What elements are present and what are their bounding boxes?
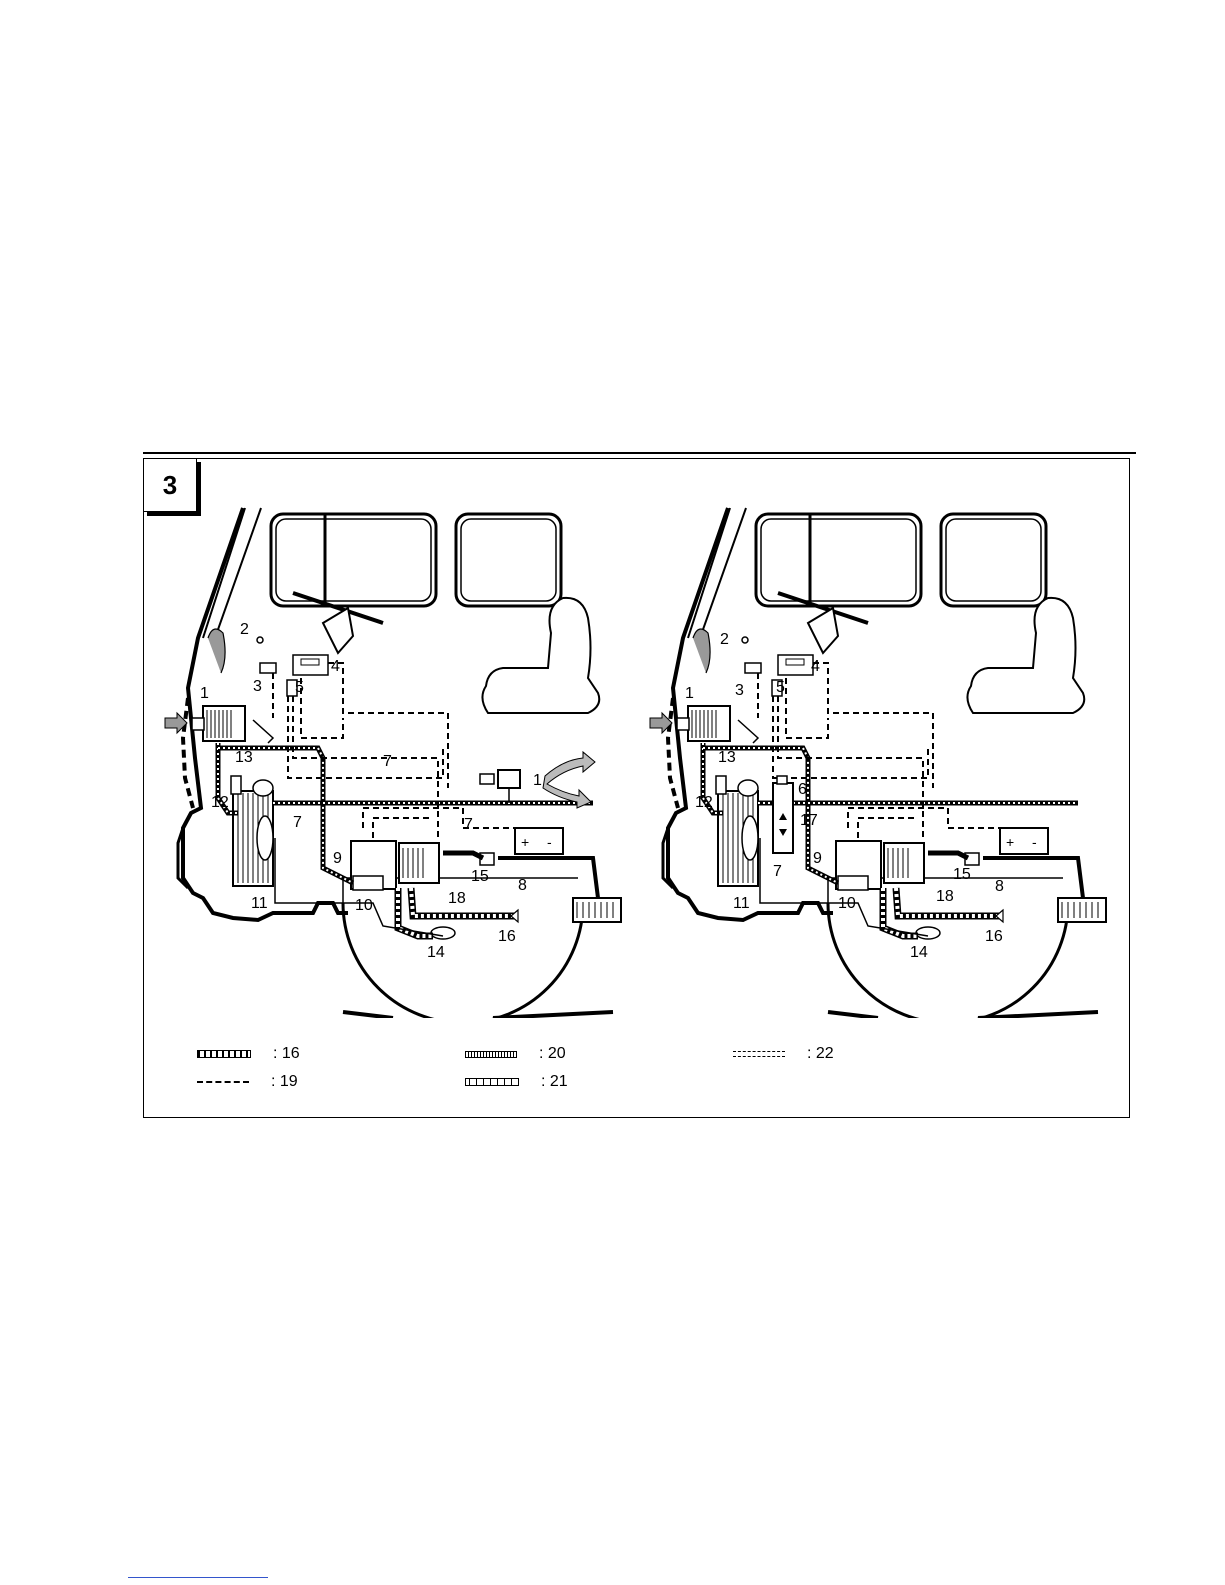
- callout-left-13: 13: [235, 749, 253, 766]
- callout-right-9: 9: [813, 850, 822, 867]
- callout-right-13: 13: [718, 749, 736, 766]
- callout-left-18: 18: [448, 890, 466, 907]
- callout-left-4: 4: [331, 658, 340, 675]
- callout-left-8: 8: [518, 877, 527, 894]
- callout-right-7: 7: [773, 863, 782, 880]
- callout-left-16: 16: [498, 928, 516, 945]
- legend-swatch-dashed: [197, 1081, 249, 1083]
- legend-label: : 22: [807, 1045, 834, 1063]
- callout-left-14: 14: [427, 944, 445, 961]
- footer-link-underline[interactable]: [128, 1577, 268, 1578]
- callout-left-1b: 1: [533, 772, 542, 789]
- callout-left-12: 12: [211, 794, 229, 811]
- callout-left-5: 5: [295, 679, 304, 696]
- heat-exchanger-right: [773, 776, 793, 853]
- legend-label: : 20: [539, 1045, 566, 1063]
- callout-left-1: 1: [200, 685, 209, 702]
- legend-item-21: : 21: [465, 1073, 568, 1091]
- callout-right-3: 3: [735, 682, 744, 699]
- callout-left-15: 15: [471, 868, 489, 885]
- legend-item-20: : 20: [465, 1045, 566, 1063]
- callout-right-1: 1: [685, 685, 694, 702]
- callout-right-16: 16: [985, 928, 1003, 945]
- callout-left-7b: 7: [464, 816, 473, 833]
- callout-right-17: 17: [800, 812, 818, 829]
- page-rule: [143, 452, 1136, 454]
- callout-right-2: 2: [720, 631, 729, 648]
- callout-left-7a: 7: [383, 753, 392, 770]
- callout-left-9: 9: [333, 850, 342, 867]
- legend-label: : 16: [273, 1045, 300, 1063]
- callout-right-4: 4: [811, 658, 820, 675]
- callout-right-11: 11: [733, 895, 750, 912]
- legend-swatch-fine-hatched: [465, 1051, 517, 1058]
- legend-swatch-beaded: [465, 1078, 519, 1086]
- callout-right-6: 6: [798, 781, 807, 798]
- callout-right-8: 8: [995, 878, 1004, 895]
- legend-swatch-double-dotted: [197, 1050, 251, 1058]
- installation-diagram: + -: [143, 458, 1130, 1018]
- callout-left-3: 3: [253, 678, 262, 695]
- legend-item-19: : 19: [197, 1073, 298, 1091]
- legend-label: : 19: [271, 1073, 298, 1091]
- legend-item-16: : 16: [197, 1045, 300, 1063]
- figure-number: 3: [143, 458, 197, 512]
- legend-item-22: : 22: [733, 1045, 834, 1063]
- callout-left-10: 10: [355, 897, 373, 914]
- legend-label: : 21: [541, 1073, 568, 1091]
- callout-right-10: 10: [838, 895, 856, 912]
- callout-right-14: 14: [910, 944, 928, 961]
- callout-right-5: 5: [776, 679, 785, 696]
- callout-left-11: 11: [251, 895, 268, 912]
- callout-right-12: 12: [695, 794, 713, 811]
- legend-swatch-double-dashed: [733, 1051, 785, 1057]
- callout-right-15: 15: [953, 866, 971, 883]
- callout-left-7c: 7: [293, 814, 302, 831]
- callout-left-2: 2: [240, 621, 249, 638]
- callout-right-18: 18: [936, 888, 954, 905]
